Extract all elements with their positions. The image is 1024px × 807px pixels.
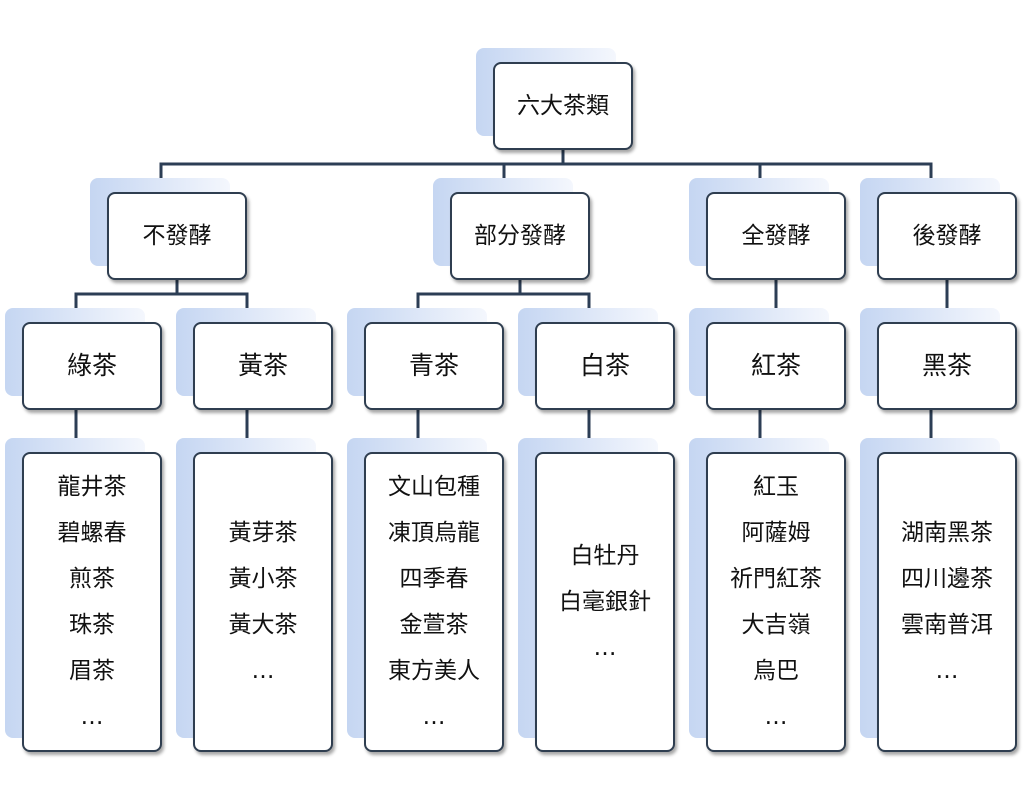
tea-list-node: 白牡丹白毫銀針 … — [518, 438, 675, 752]
tea-type-node-box: 白茶 — [535, 322, 675, 410]
tea-list-node: 文山包種凍頂烏龍四季春金萱茶東方美人 … — [347, 438, 504, 752]
tea-name: 祈門紅茶 — [730, 566, 822, 592]
node-label: 部分發酵 — [474, 222, 566, 249]
tea-name: 紅玉 — [753, 474, 799, 500]
node-label: 後發酵 — [912, 222, 982, 249]
tea-type-node: 白茶 — [518, 308, 675, 410]
tea-name: 大吉嶺 — [741, 612, 811, 638]
tea-list-node: 紅玉阿薩姆祈門紅茶大吉嶺烏巴 … — [689, 438, 846, 752]
tea-name: 黃小茶 — [228, 566, 298, 592]
tea-name: 珠茶 — [69, 612, 115, 638]
tea-type-node: 黃茶 — [176, 308, 333, 410]
tea-name: 黃芽茶 — [228, 520, 298, 546]
tea-name: … — [593, 635, 617, 661]
node-label: 青茶 — [408, 351, 459, 381]
node-label: 全發酵 — [741, 222, 811, 249]
root-node-box: 六大茶類 — [493, 62, 633, 150]
tea-name: 烏巴 — [753, 658, 799, 684]
tea-name: … — [251, 658, 275, 684]
tea-type-node: 紅茶 — [689, 308, 846, 410]
tea-list-node: 龍井茶碧螺春煎茶珠茶眉茶 … — [5, 438, 162, 752]
category-node-box: 不發酵 — [107, 192, 247, 280]
category-node-box: 後發酵 — [877, 192, 1017, 280]
tea-type-node-box: 青茶 — [364, 322, 504, 410]
category-node: 不發酵 — [90, 178, 247, 280]
tea-list-node-box: 黃芽茶黃小茶黃大茶 … — [193, 452, 333, 752]
node-label: 綠茶 — [66, 351, 117, 381]
tea-name: 金萱茶 — [399, 612, 469, 638]
category-node: 後發酵 — [860, 178, 1017, 280]
node-label: 紅茶 — [750, 351, 801, 381]
node-label: 不發酵 — [142, 222, 212, 249]
category-node: 部分發酵 — [433, 178, 590, 280]
tea-name: … — [80, 704, 104, 730]
tea-type-node-box: 黃茶 — [193, 322, 333, 410]
category-node: 全發酵 — [689, 178, 846, 280]
tea-name: 文山包種 — [388, 474, 480, 500]
node-label: 黑茶 — [921, 351, 972, 381]
tea-name: 湖南黑茶 — [901, 520, 993, 546]
tea-name: 碧螺春 — [57, 520, 127, 546]
tea-name: … — [422, 704, 446, 730]
node-label: 黃茶 — [237, 351, 288, 381]
tea-list-node-box: 紅玉阿薩姆祈門紅茶大吉嶺烏巴 … — [706, 452, 846, 752]
node-label: 六大茶類 — [517, 92, 609, 119]
tea-name: 煎茶 — [69, 566, 115, 592]
node-label: 白茶 — [579, 351, 630, 381]
tea-list-node: 湖南黑茶四川邊茶雲南普洱 … — [860, 438, 1017, 752]
tea-name: 四季春 — [399, 566, 469, 592]
tea-name: 凍頂烏龍 — [388, 520, 480, 546]
tea-name: … — [935, 658, 959, 684]
tea-name: 龍井茶 — [57, 474, 127, 500]
tea-name: 黃大茶 — [228, 612, 298, 638]
tea-name: … — [764, 704, 788, 730]
tea-name: 東方美人 — [388, 658, 480, 684]
tea-name: 四川邊茶 — [901, 566, 993, 592]
category-node-box: 部分發酵 — [450, 192, 590, 280]
tea-list-node-box: 白牡丹白毫銀針 … — [535, 452, 675, 752]
category-node-box: 全發酵 — [706, 192, 846, 280]
tea-type-node-box: 綠茶 — [22, 322, 162, 410]
tea-list-node-box: 龍井茶碧螺春煎茶珠茶眉茶 … — [22, 452, 162, 752]
tea-type-node: 青茶 — [347, 308, 504, 410]
tea-type-node-box: 紅茶 — [706, 322, 846, 410]
tea-name: 雲南普洱 — [901, 612, 993, 638]
tea-list-node-box: 文山包種凍頂烏龍四季春金萱茶東方美人 … — [364, 452, 504, 752]
tea-name: 白毫銀針 — [559, 589, 651, 615]
tea-list-node: 黃芽茶黃小茶黃大茶 … — [176, 438, 333, 752]
tea-type-node: 黑茶 — [860, 308, 1017, 410]
tea-type-node: 綠茶 — [5, 308, 162, 410]
tea-type-node-box: 黑茶 — [877, 322, 1017, 410]
tea-list-node-box: 湖南黑茶四川邊茶雲南普洱 … — [877, 452, 1017, 752]
root-node: 六大茶類 — [476, 48, 633, 150]
tea-name: 白牡丹 — [570, 543, 640, 569]
tea-name: 眉茶 — [69, 658, 115, 684]
tea-name: 阿薩姆 — [741, 520, 811, 546]
